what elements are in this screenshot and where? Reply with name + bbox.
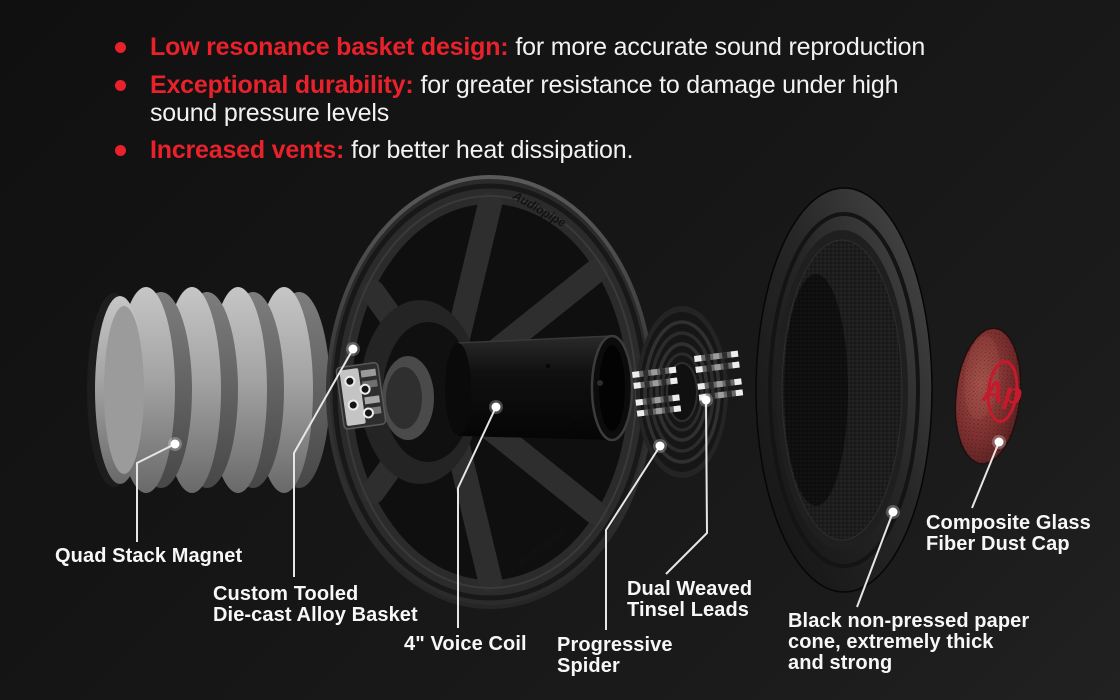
part-label-magnet: Quad Stack Magnet bbox=[55, 545, 243, 567]
feature-label: Exceptional durability: bbox=[150, 71, 414, 99]
feature-description: for better heat dissipation. bbox=[351, 136, 634, 164]
voice-coil-illustration bbox=[445, 334, 634, 442]
callout-dot-icon bbox=[888, 507, 898, 517]
callout-line-voice-coil bbox=[457, 406, 497, 628]
feature-item: Increased vents:for better heat dissipat… bbox=[115, 136, 1035, 164]
part-label-tinsel-leads: Dual Weaved Tinsel Leads bbox=[627, 578, 753, 621]
cone-illustration bbox=[755, 187, 933, 593]
feature-item: Exceptional durability:for greater resis… bbox=[115, 71, 1035, 127]
callout-dots bbox=[168, 342, 1006, 519]
part-label-basket: Custom Tooled Die-cast Alloy Basket bbox=[213, 583, 418, 626]
part-label-cone: Black non-pressed paper cone, extremely … bbox=[788, 610, 1030, 674]
callout-dot-icon bbox=[701, 395, 711, 405]
callout-line-basket bbox=[293, 348, 354, 577]
part-label-dust-cap: Composite Glass Fiber Dust Cap bbox=[926, 512, 1091, 555]
feature-item: Low resonance basket design:for more acc… bbox=[115, 33, 1035, 61]
callout-line-tinsel-leads bbox=[665, 399, 708, 575]
dust-cap-logo-text: Ap bbox=[980, 374, 1024, 411]
bullet-icon bbox=[115, 42, 126, 53]
spider-illustration bbox=[636, 306, 728, 478]
callout-dot-icon bbox=[348, 344, 358, 354]
brand-logo: Ap bbox=[980, 360, 1024, 423]
callout-dot-icon bbox=[170, 439, 180, 449]
callout-dot-icon bbox=[491, 402, 501, 412]
part-label-voice-coil: 4" Voice Coil bbox=[404, 633, 527, 655]
feature-description: for greater resistance to damage under h… bbox=[150, 71, 899, 127]
callout-line-spider bbox=[605, 445, 661, 630]
part-label-spider: Progressive Spider bbox=[557, 634, 673, 677]
callout-line-dust-cap bbox=[971, 441, 1000, 509]
dust-cap-illustration: Ap bbox=[954, 327, 1024, 465]
callout-line-cone bbox=[856, 511, 894, 608]
feature-label: Increased vents: bbox=[150, 136, 345, 164]
bullet-icon bbox=[115, 145, 126, 156]
feature-label: Low resonance basket design: bbox=[150, 33, 509, 61]
callout-lines bbox=[136, 348, 1000, 630]
callout-dot-icon bbox=[655, 441, 665, 451]
feature-description: for more accurate sound reproduction bbox=[515, 33, 926, 61]
bullet-icon bbox=[115, 80, 126, 91]
callout-line-magnet bbox=[136, 443, 176, 542]
terminal-block bbox=[335, 362, 387, 430]
magnet-illustration bbox=[87, 287, 330, 493]
callout-dot-icon bbox=[994, 437, 1004, 447]
